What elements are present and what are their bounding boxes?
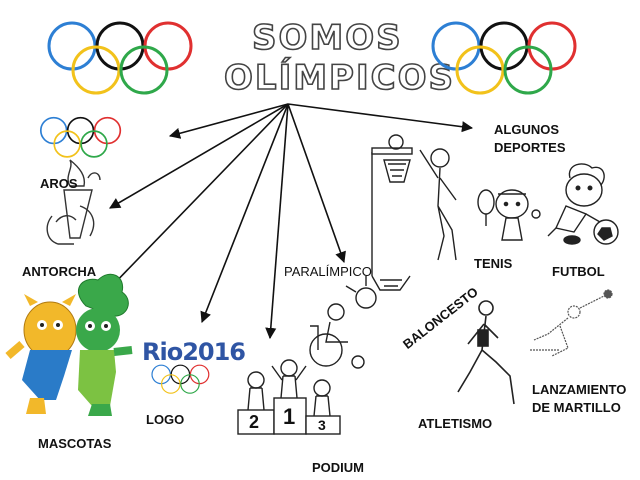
yellow-ring [53,130,81,158]
hammer-thrower-icon [530,289,613,357]
podium-number-third: 3 [318,417,326,433]
label-martillo-line-2: DE MARTILLO [532,400,621,415]
label-aros: AROS [40,176,78,191]
rio2016-logo-text: Rio2016 [142,338,246,366]
black-ring [170,364,191,385]
arrow-to-logo [200,103,289,324]
podium-children [247,359,331,417]
arrow-to-deportes [287,103,474,133]
podium-number-second: 2 [249,412,260,432]
tennis-player-icon [477,189,541,241]
podium-illustration [237,359,341,435]
arrow-to-podium [265,103,289,340]
olympic-rings-top-right [431,21,577,95]
arrow-to-mascotas [107,103,289,291]
red-ring [189,364,210,385]
mascots-illustration [5,273,133,416]
torch-icon [46,159,101,245]
connector-arrows [107,103,474,340]
green-ring [119,45,169,95]
wheelchair-athlete-icon [309,276,377,369]
podium-number-first: 1 [283,404,296,429]
runner-icon [457,300,515,405]
podium-block-second [237,409,275,435]
vinicius-mascot [5,294,77,414]
label-martillo-line-1: LANZAMIENTO [532,382,627,397]
yellow-ring [455,45,505,95]
label-deportes-line-2: DEPORTES [494,140,566,155]
olympic-rings-logo [151,364,210,394]
label-futbol: FUTBOL [552,264,605,279]
label-deportes-line-1: ALGUNOS [494,122,559,137]
black-ring [66,116,95,145]
blue-ring [47,21,97,71]
green-ring [503,45,553,95]
blue-ring [431,21,481,71]
yellow-ring [161,374,181,394]
basketball-player-icon [371,134,457,291]
olympic-rings-aros [39,116,122,158]
label-paralimpico: PARALÍMPICO [284,264,372,279]
black-ring [95,21,145,71]
title-line-2: OLÍMPICOS [223,57,455,99]
olympic-rings-top-left [47,21,193,95]
red-ring [527,21,577,71]
label-tenis: TENIS [474,256,513,271]
green-ring [180,374,200,394]
blue-ring [151,364,172,385]
label-podium: PODIUM [312,460,364,475]
red-ring [93,116,122,145]
podium-block-third [305,415,341,435]
blue-ring [39,116,68,145]
label-logo: LOGO [146,412,185,427]
football-player-icon [547,163,619,245]
black-ring [479,21,529,71]
title-line-1: SOMOS [251,17,403,59]
label-antorcha: ANTORCHA [22,264,97,279]
label-atletismo: ATLETISMO [418,416,493,431]
arrow-to-aros [168,103,289,139]
red-ring [143,21,193,71]
tom-mascot [76,273,133,416]
label-mascotas: MASCOTAS [38,436,112,451]
arrow-to-paralimpico [287,103,346,264]
arrow-to-antorcha [109,103,289,209]
yellow-ring [71,45,121,95]
green-ring [80,130,108,158]
